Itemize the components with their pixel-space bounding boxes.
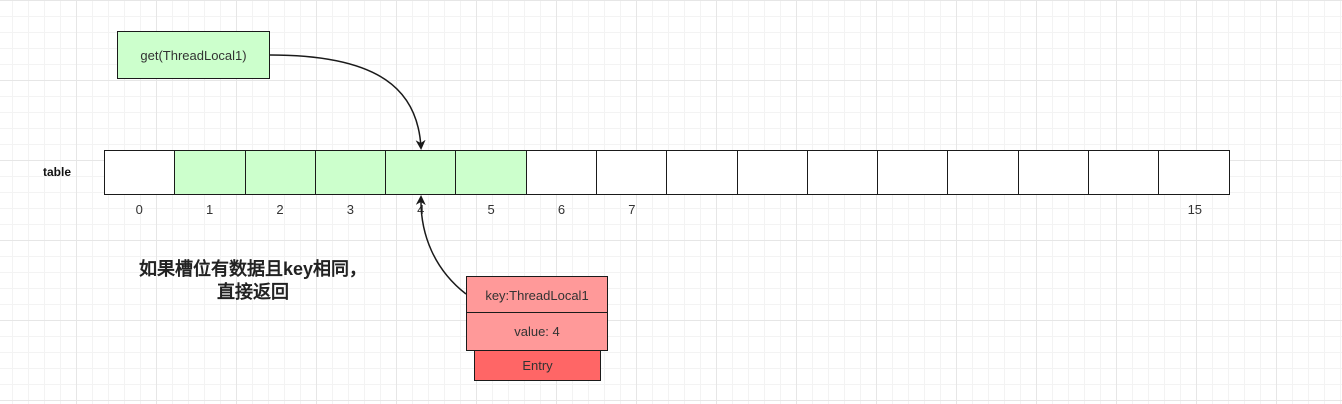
table-slot-3 xyxy=(314,150,387,195)
entry-value-label: value: 4 xyxy=(514,324,560,339)
get-call-label: get(ThreadLocal1) xyxy=(140,47,247,63)
lookup-note: 如果槽位有数据且key相同， 直接返回 xyxy=(118,258,388,305)
slot-index-5: 5 xyxy=(487,202,495,217)
entry-title-box: Entry xyxy=(474,350,601,381)
table-slot-14 xyxy=(1087,150,1160,195)
table-slot-11 xyxy=(877,150,949,195)
table-label: table xyxy=(43,165,72,179)
slot-index-6: 6 xyxy=(557,202,566,217)
table-slot-2 xyxy=(244,150,317,195)
slot-index-0: 0 xyxy=(135,202,143,217)
get-to-slot-arrow xyxy=(269,54,426,150)
table-array xyxy=(104,150,1230,195)
entry-key-label: key:ThreadLocal1 xyxy=(485,287,589,303)
table-slot-1 xyxy=(174,150,247,195)
slot-index-2: 2 xyxy=(276,202,284,217)
slot-index-1: 1 xyxy=(205,202,214,217)
entry-to-slot-arrow xyxy=(415,195,467,295)
table-slot-10 xyxy=(806,150,879,195)
slot-index-3: 3 xyxy=(346,202,354,217)
entry-value-field: value: 4 xyxy=(466,312,608,351)
table-slot-15 xyxy=(1158,150,1230,195)
table-slot-7 xyxy=(595,150,668,195)
table-slot-6 xyxy=(525,150,598,195)
table-slot-5 xyxy=(455,150,528,195)
note-line-2: 直接返回 xyxy=(217,282,289,303)
table-slot-13 xyxy=(1017,150,1090,195)
table-slot-9 xyxy=(736,150,809,195)
get-call-box: get(ThreadLocal1) xyxy=(117,31,270,79)
slot-index-7: 7 xyxy=(628,202,636,217)
table-slot-4 xyxy=(385,150,457,195)
entry-key-field: key:ThreadLocal1 xyxy=(466,276,608,314)
slot-index-15: 15 xyxy=(1187,202,1203,217)
note-line-1: 如果槽位有数据且key相同， xyxy=(138,259,368,279)
entry-title: Entry xyxy=(522,358,553,373)
